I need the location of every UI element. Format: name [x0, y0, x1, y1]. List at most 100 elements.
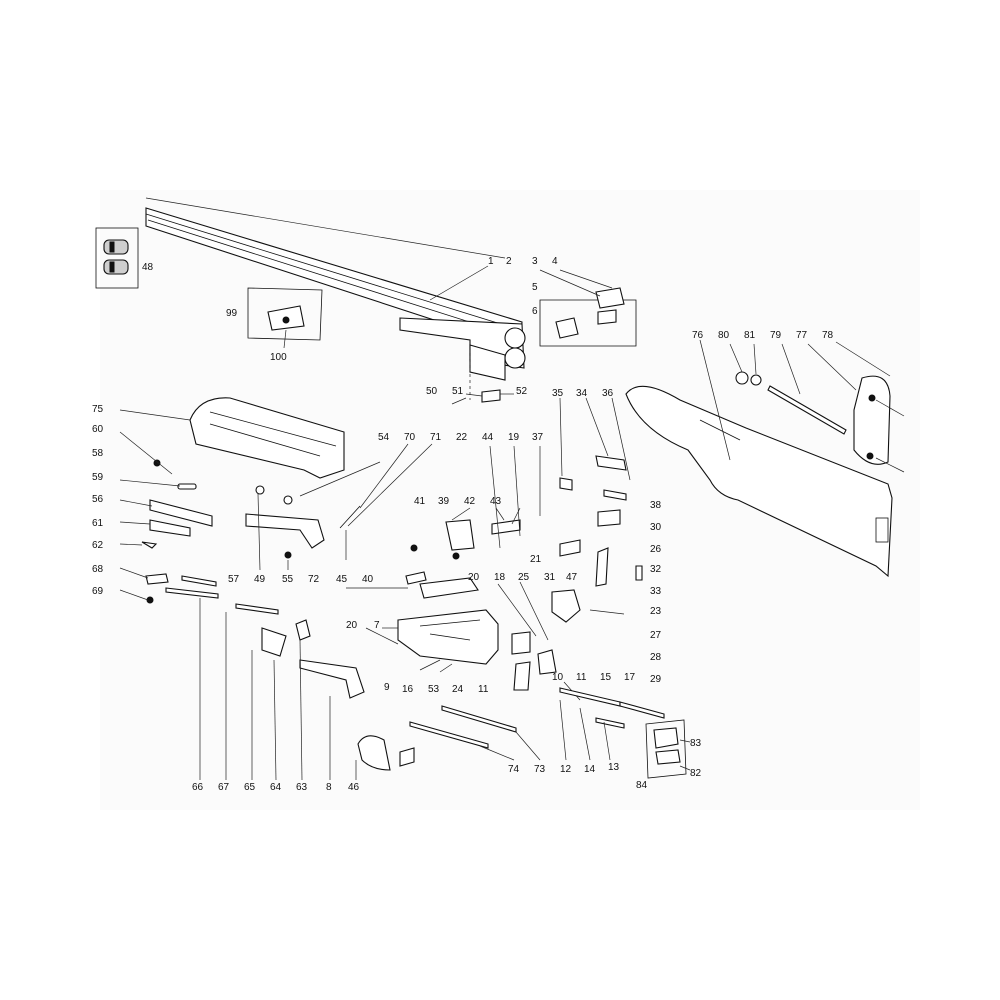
- callout-label: 24: [452, 684, 464, 695]
- lock-parts: [419, 509, 643, 701]
- callout-label: 32: [650, 564, 662, 575]
- callout-label: 18: [494, 572, 506, 583]
- callout-label: 47: [566, 572, 578, 583]
- callout-label: 62: [92, 540, 104, 551]
- callout-label: 28: [650, 652, 662, 663]
- callout-label: 60: [92, 424, 104, 435]
- callout-label: 39: [438, 496, 450, 507]
- callout-label: 25: [518, 572, 530, 583]
- callout-label: 20: [468, 572, 480, 583]
- callout-label: 75: [92, 404, 104, 415]
- callout-label: 11: [576, 672, 587, 683]
- callout-label: 27: [650, 630, 662, 641]
- callout-label: 9: [384, 682, 390, 693]
- callout-label: 13: [608, 762, 620, 773]
- callout-label: 12: [560, 764, 572, 775]
- callout-label: 22: [456, 432, 468, 443]
- callout-label: 59: [92, 472, 104, 483]
- callout-label: 76: [692, 330, 704, 341]
- callout-label: 26: [650, 544, 662, 555]
- callout-label: 42: [464, 496, 476, 507]
- callout-label: 5: [532, 282, 538, 293]
- cocking-rods: [559, 687, 665, 761]
- callout-label: 54: [378, 432, 390, 443]
- callout-label: 33: [650, 586, 662, 597]
- callout-label: 67: [218, 782, 230, 793]
- callout-label: 84: [636, 780, 648, 791]
- callout-label: 38: [650, 500, 662, 511]
- callout-label: 74: [508, 764, 520, 775]
- callout-label: 30: [650, 522, 662, 533]
- callout-label: 19: [508, 432, 520, 443]
- springs-and-rods: [119, 567, 365, 781]
- callout-label: 66: [192, 782, 204, 793]
- firing-pin-rods: [409, 705, 541, 761]
- callout-label: 68: [92, 564, 104, 575]
- callout-label: 16: [402, 684, 414, 695]
- callout-label: 23: [650, 606, 662, 617]
- callout-label: 100: [270, 352, 287, 363]
- callout-label: 21: [530, 554, 542, 565]
- top-tang-parts: [559, 397, 631, 501]
- callout-label: 48: [142, 262, 154, 273]
- callout-label: 81: [744, 330, 756, 341]
- callout-label: 64: [270, 782, 282, 793]
- callout-label: 65: [244, 782, 256, 793]
- callout-label: 52: [516, 386, 528, 397]
- callout-label: 83: [690, 738, 702, 749]
- callout-label: 45: [336, 574, 348, 585]
- callout-label: 3: [532, 256, 538, 267]
- callout-label: 6: [532, 306, 538, 317]
- forend-iron-parts: [119, 431, 213, 549]
- callout-label: 20: [346, 620, 358, 631]
- ejector-parts: [539, 269, 637, 347]
- callout-label: 44: [482, 432, 494, 443]
- callout-label: 73: [534, 764, 546, 775]
- buttstock: [625, 339, 893, 578]
- callout-label: 2: [506, 256, 512, 267]
- callout-label: 55: [282, 574, 294, 585]
- forend-latch-parts: [451, 389, 514, 405]
- callout-labels: 1 2 3 4 5 6 7 8 9 10 11 11 12 13 14 15 1…: [92, 256, 834, 793]
- callout-label: 82: [690, 768, 702, 779]
- callout-label: 77: [796, 330, 808, 341]
- callout-label: 10: [552, 672, 564, 683]
- callout-label: 57: [228, 574, 240, 585]
- callout-label: 70: [404, 432, 416, 443]
- callout-label: 80: [718, 330, 730, 341]
- callout-label: 37: [532, 432, 544, 443]
- barrel-lug-detail: [247, 287, 323, 349]
- callout-label: 43: [490, 496, 502, 507]
- callout-label: 50: [426, 386, 438, 397]
- callout-label: 40: [362, 574, 374, 585]
- callout-label: 31: [544, 572, 556, 583]
- callout-label: 46: [348, 782, 360, 793]
- forend-latch-assembly: [245, 443, 433, 571]
- callout-label: 34: [576, 388, 588, 399]
- choke-tubes: [95, 227, 139, 289]
- callout-label: 1: [488, 256, 494, 267]
- callout-label: 72: [308, 574, 320, 585]
- callout-label: 63: [296, 782, 308, 793]
- callout-label: 4: [552, 256, 558, 267]
- callout-label: 71: [430, 432, 442, 443]
- trigger-guard: [355, 735, 415, 780]
- callout-label: 36: [602, 388, 614, 399]
- callout-label: 35: [552, 388, 564, 399]
- callout-label: 8: [326, 782, 332, 793]
- callout-label: 51: [452, 386, 464, 397]
- receiver-assembly: [346, 445, 541, 665]
- barrel-assembly: [145, 197, 526, 400]
- forend-wood: [119, 397, 345, 479]
- callout-label: 69: [92, 586, 104, 597]
- callout-label: 14: [584, 764, 596, 775]
- callout-label: 56: [92, 494, 104, 505]
- callout-label: 78: [822, 330, 834, 341]
- callout-label: 15: [600, 672, 612, 683]
- callout-label: 53: [428, 684, 440, 695]
- callout-label: 99: [226, 308, 238, 319]
- safety-parts-detail: [645, 719, 691, 779]
- callout-label: 41: [414, 496, 426, 507]
